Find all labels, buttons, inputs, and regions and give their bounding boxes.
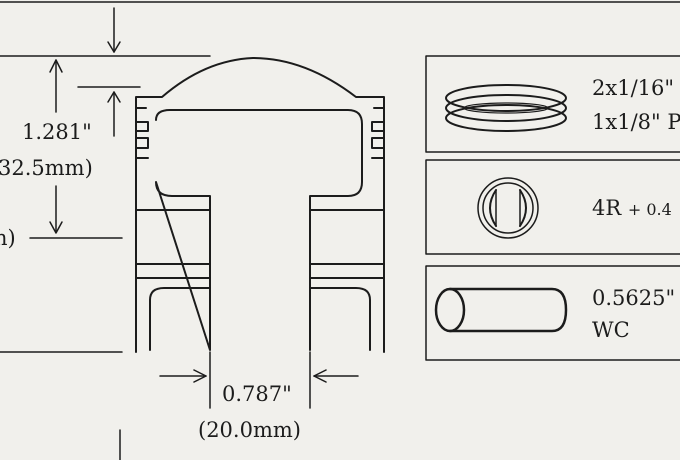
- circlip-icon: [477, 177, 539, 239]
- wrist-pin-spec-line1: 0.5625": [592, 286, 676, 310]
- pin-bore-inch-label: 0.787": [222, 382, 292, 406]
- ring-groove-right: [371, 107, 385, 159]
- rings-spec-line1: 2x1/16": [592, 76, 675, 100]
- rings-box: [425, 55, 680, 153]
- piston-inner-cavity: [155, 109, 363, 351]
- left-cut-label: n): [0, 226, 16, 250]
- piston-rings-icon: [445, 84, 567, 132]
- skirt-lower-right: [309, 287, 371, 351]
- top-arrow-head: [107, 41, 121, 53]
- ringland-arrow-head: [107, 91, 121, 103]
- height-mm-label: 32.5mm): [0, 156, 93, 180]
- circlips-count: 4R: [592, 196, 622, 220]
- pin-bore-mm-label: (20.0mm): [198, 418, 301, 442]
- height-arrow-up-head: [49, 59, 63, 73]
- skirt-lower-left: [149, 287, 211, 351]
- height-arrow-down-head: [49, 221, 63, 234]
- height-inch-label: 1.281": [22, 120, 92, 144]
- pin-bore-arrow-right-head: [313, 369, 327, 383]
- circlips-extra: + 0.4: [627, 200, 672, 219]
- ring-groove-left: [135, 107, 149, 159]
- circlips-box: [425, 159, 680, 255]
- pin-bore-arrow-left-head: [193, 369, 207, 383]
- wrist-pin-spec-line2: WC: [592, 318, 630, 342]
- wrist-pin-icon: [434, 287, 568, 333]
- circlips-spec: 4R + 0.4: [592, 198, 672, 219]
- wrist-pin-box: [425, 265, 680, 361]
- piston-outline: [135, 57, 385, 353]
- rings-spec-line2: 1x1/8" P: [592, 110, 680, 134]
